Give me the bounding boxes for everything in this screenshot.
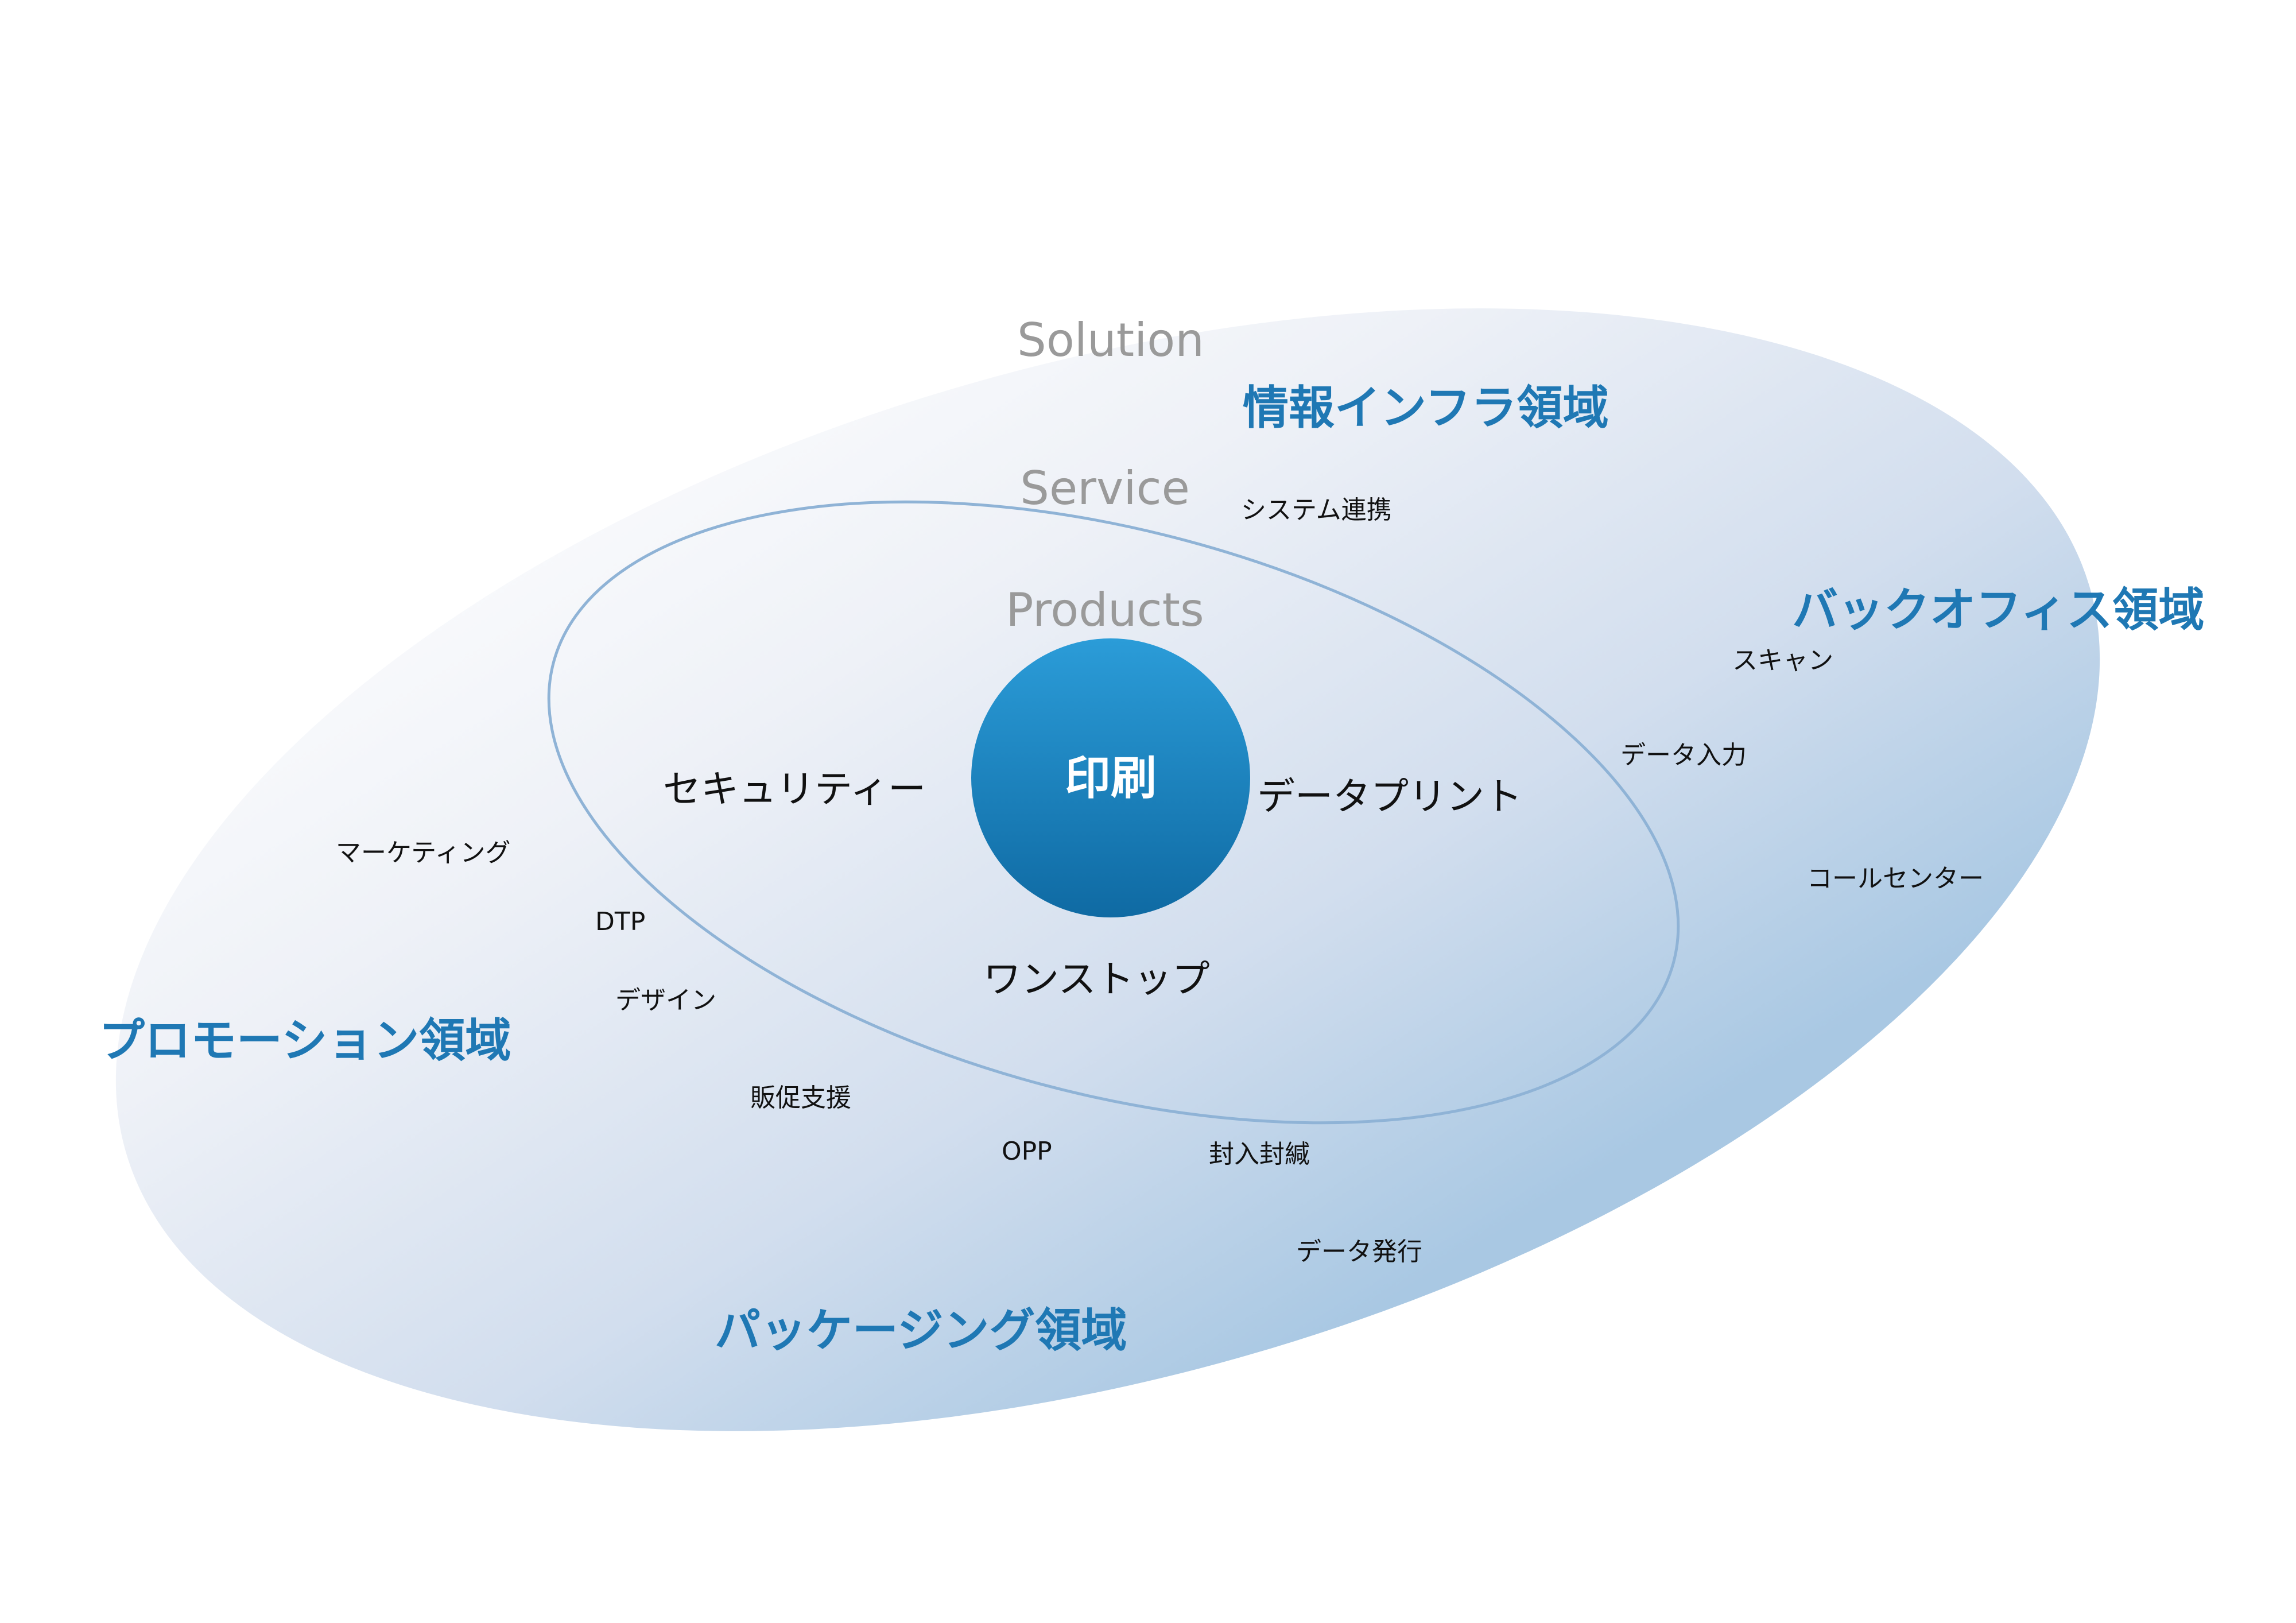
domain-label-promotion: プロモーション領域 xyxy=(99,1014,511,1067)
solution-label-sales-promotion: 販促支援 xyxy=(750,1083,851,1113)
layer-title-solution: Solution xyxy=(1017,313,1204,367)
service-label-one-stop: ワンストップ xyxy=(983,957,1210,1001)
layer-title-products: Products xyxy=(1006,583,1204,637)
service-inner-ellipse xyxy=(547,500,1680,1125)
solution-label-design: デザイン xyxy=(615,986,716,1015)
solution-label-marketing: マーケティング xyxy=(336,838,510,867)
core-label: 印刷 xyxy=(1065,752,1157,805)
core-printing-circle xyxy=(971,638,1250,917)
domain-label-back-office: バックオフィス領域 xyxy=(1792,583,2204,637)
service-label-data-print: データプリント xyxy=(1257,774,1522,819)
solution-label-scan: スキャン xyxy=(1732,646,1833,675)
solution-label-system-integration: システム連携 xyxy=(1241,495,1392,525)
solution-label-enclosing-sealing: 封入封緘 xyxy=(1209,1140,1310,1169)
solution-label-data-issuance: データ発行 xyxy=(1296,1237,1422,1266)
domain-label-info-infra: 情報インフラ領域 xyxy=(1243,381,1609,435)
solution-label-dtp: DTP xyxy=(595,907,645,936)
layer-title-service: Service xyxy=(1020,462,1190,515)
service-label-security: セキュリティー xyxy=(663,767,926,811)
domain-label-packaging: パッケージング領域 xyxy=(715,1304,1127,1357)
solution-label-data-entry: データ入力 xyxy=(1620,741,1747,770)
solution-label-call-center: コールセンター xyxy=(1807,864,1984,893)
solution-label-opp: OPP xyxy=(1002,1137,1052,1166)
